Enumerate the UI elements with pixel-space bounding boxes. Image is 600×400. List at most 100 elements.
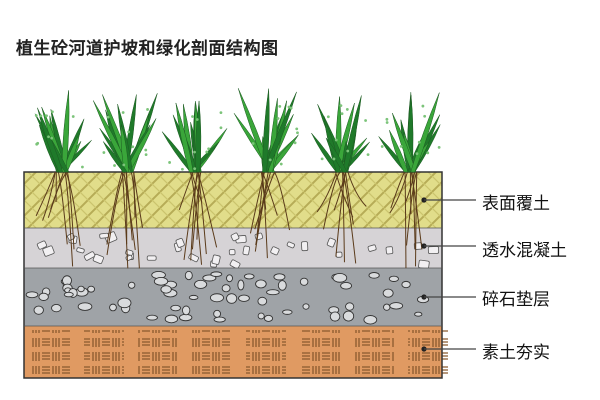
label-compacted-soil: 素土夯实 [482, 343, 550, 363]
root-strand [133, 171, 144, 228]
root-strand [260, 171, 267, 210]
grass-speck [415, 152, 419, 156]
grass-speck [193, 150, 196, 154]
tamped-patch [300, 330, 340, 374]
grass-blade [175, 102, 194, 173]
section-outline [23, 171, 443, 379]
grass-speck [34, 114, 38, 117]
grass-speck [144, 148, 148, 152]
grass-speck [437, 145, 441, 149]
grass-speck [45, 114, 48, 118]
aggregate-piece [229, 259, 241, 270]
root-strand [64, 171, 74, 267]
gravel-stone [263, 314, 274, 322]
root-strand [106, 171, 123, 245]
gravel-stone [25, 291, 39, 299]
aggregate-piece [36, 240, 48, 250]
gravel-stone [77, 302, 93, 311]
root-strand [249, 171, 265, 234]
root-strand [412, 171, 416, 249]
grass-speck [195, 118, 199, 121]
grass-speck [289, 106, 293, 110]
aggregate-piece [146, 255, 157, 261]
grass-speck [191, 115, 194, 118]
gravel-stone [368, 272, 380, 279]
aggregate-piece [427, 246, 440, 255]
grass-blade [389, 130, 409, 173]
root-strand [178, 171, 194, 210]
gravel-stone [243, 273, 255, 280]
root-strand [35, 171, 56, 217]
grass-speck [122, 163, 126, 167]
grass-speck [219, 126, 223, 130]
grass-speck [251, 142, 255, 145]
grass-blade [325, 137, 348, 173]
grass-speck [144, 153, 148, 157]
root-strand [333, 171, 346, 211]
label-pervious-concrete: 透水混凝土 [482, 241, 567, 261]
aggregate-piece [228, 249, 236, 256]
gravel-stone [266, 289, 280, 296]
gravel-stone [87, 285, 96, 293]
grass-speck [279, 162, 283, 166]
grass-speck [35, 142, 39, 146]
grass-speck [268, 158, 272, 162]
root-strand [342, 171, 357, 264]
root-strand [273, 171, 291, 231]
grass-speck [346, 149, 350, 153]
gravel-stone [221, 284, 231, 293]
grass-speck [326, 115, 330, 119]
root-strand [183, 171, 200, 261]
grass-speck [207, 147, 211, 151]
aggregate-piece [211, 254, 221, 265]
grass-speck [39, 114, 43, 118]
gravel-stone [117, 297, 132, 309]
grass-speck [278, 104, 282, 108]
grass-speck [193, 167, 197, 171]
root-strand [322, 171, 341, 230]
grass-blade [102, 141, 128, 173]
root-strand [197, 171, 207, 255]
grass-blade [342, 95, 362, 173]
grass-speck [423, 114, 427, 118]
grass-speck [50, 136, 54, 140]
grass-speck [81, 165, 84, 169]
gravel-stone [363, 315, 378, 325]
grass-speck [219, 111, 223, 115]
grass-speck [320, 157, 324, 161]
root-strand [316, 171, 337, 213]
grass-speck [345, 108, 349, 111]
aggregate-piece [301, 241, 309, 252]
root-strand [406, 171, 418, 246]
diagram-title: 植生砼河道护坡和绿化剖面结构图 [16, 39, 279, 59]
gravel-stone [146, 314, 158, 321]
grass-speck [71, 115, 75, 118]
gravel-stone [160, 285, 172, 294]
root-strand [345, 171, 354, 225]
gravel-stone [194, 279, 208, 289]
root-strand [191, 171, 202, 250]
aggregate-piece [175, 237, 185, 248]
grass-speck [380, 145, 384, 148]
gravel-stone [414, 311, 423, 317]
gravel-stone [213, 309, 221, 318]
gravel-stone [38, 292, 49, 301]
grass-speck [102, 151, 106, 154]
grass-speck [385, 121, 389, 124]
concrete-aggregate [36, 231, 440, 270]
gravel-stone [329, 311, 341, 322]
root-strand [342, 171, 345, 263]
gravel-stone [33, 305, 44, 315]
grass-speck [205, 150, 209, 154]
plant-roots [35, 171, 423, 269]
root-strand [189, 171, 203, 265]
gravel-stone [302, 303, 310, 310]
gravel-stone [342, 310, 355, 322]
gravel-stone [257, 312, 265, 320]
grass-speck [421, 104, 425, 108]
aggregate-piece [326, 237, 336, 248]
aggregate-piece [83, 251, 96, 261]
grass-blade [120, 124, 129, 173]
grass-blade [195, 100, 202, 173]
